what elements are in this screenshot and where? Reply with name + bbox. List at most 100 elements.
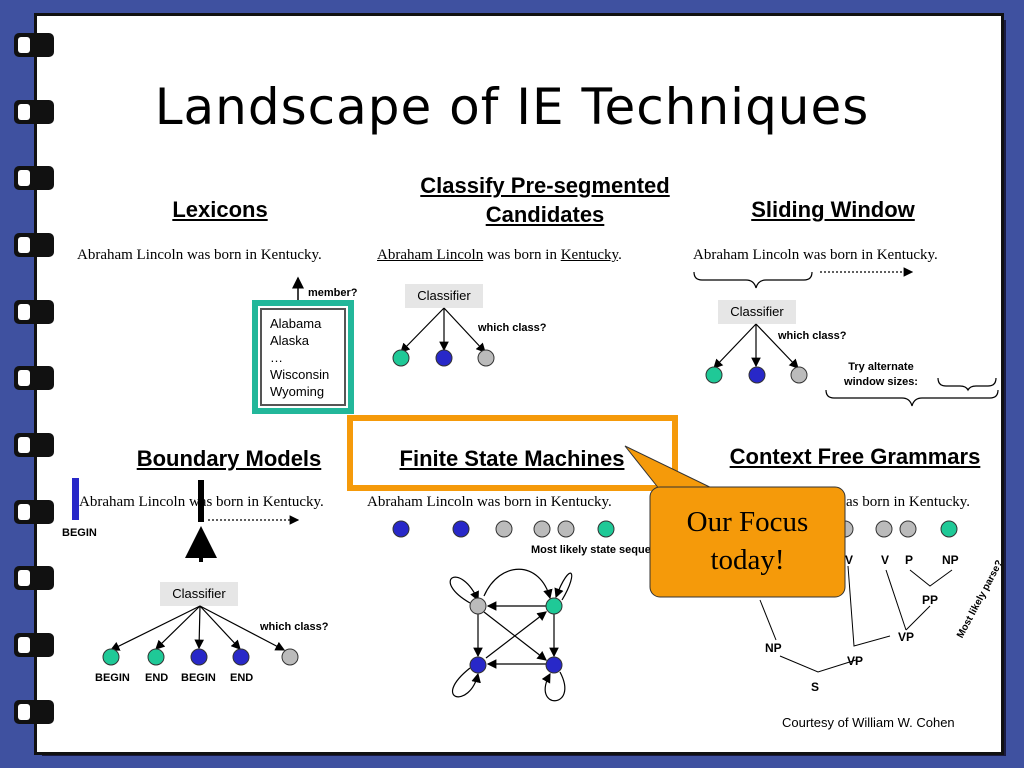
binder-ring — [14, 166, 54, 190]
classifier-box: Classifier — [405, 284, 483, 308]
page-title: Landscape of IE Techniques — [154, 78, 870, 136]
alternate-line: window sizes: — [844, 376, 918, 388]
state-sequence — [392, 520, 615, 538]
sliding-heading: Sliding Window — [751, 197, 915, 222]
classify-heading: Classify Pre-segmented Candidates — [380, 171, 710, 229]
fsm-heading: Finite State Machines — [399, 446, 625, 471]
small-brace — [937, 377, 997, 392]
classifier-box: Classifier — [160, 582, 238, 606]
callout-pointer — [624, 445, 721, 493]
sentence-end: . — [618, 247, 622, 263]
binder-ring — [14, 33, 54, 57]
binder-ring — [14, 366, 54, 390]
sliding-tree — [705, 323, 808, 384]
fsm-state-teal — [545, 597, 563, 615]
pos-tag: P — [905, 553, 914, 567]
state-node-blue — [392, 520, 410, 538]
class-node-teal — [392, 349, 410, 367]
binder-ring — [14, 566, 54, 590]
state-node-gray — [557, 520, 575, 538]
slide — [34, 13, 1004, 755]
alternate-windows-label: Try alternate window sizes: — [826, 360, 936, 390]
candidate-segment: Abraham Lincoln — [377, 247, 484, 263]
fsm-state-blue — [469, 656, 487, 674]
cfg-parse-tree — [759, 565, 953, 673]
callout-join — [660, 490, 720, 496]
sentence-middle: was born in — [483, 247, 561, 263]
state-node-gray — [533, 520, 551, 538]
fsm-graph — [449, 568, 573, 702]
class-node-blue — [190, 648, 208, 666]
lexicons-heading: Lexicons — [172, 197, 268, 222]
binder-ring — [14, 233, 54, 257]
binder-ring — [14, 100, 54, 124]
boundary-tree — [102, 605, 299, 666]
window-brace — [693, 271, 813, 289]
phrase-label: VP — [847, 654, 864, 668]
member-label: member? — [308, 287, 358, 299]
class-node-teal — [705, 366, 723, 384]
cfg-sentence: as born in Kentucky. — [846, 494, 970, 510]
token-node-gray — [875, 520, 893, 538]
class-node-gray — [477, 349, 495, 367]
class-node-teal — [102, 648, 120, 666]
token-node-teal — [940, 520, 958, 538]
fsm-sentence: Abraham Lincoln was born in Kentucky. — [367, 494, 612, 510]
lexicon-box: Alabama Alaska … Wisconsin Wyoming — [252, 300, 354, 414]
callout-line: Our Focus — [686, 506, 809, 538]
binder-ring — [14, 633, 54, 657]
boundary-heading: Boundary Models — [136, 446, 322, 471]
fsm-state-blue — [545, 656, 563, 674]
fsm-state-gray — [469, 597, 487, 615]
candidate-segment: Kentucky — [560, 247, 619, 263]
binder-ring — [14, 300, 54, 324]
lexicon-entry: Wyoming — [270, 384, 325, 399]
which-class-label: which class? — [478, 322, 547, 334]
node-label: BEGIN — [181, 672, 216, 684]
credit-text: Courtesy of William W. Cohen — [782, 715, 955, 730]
begin-marker-label: BEGIN — [62, 527, 97, 539]
classify-sentence: Abraham Lincoln was born in Kentucky. — [377, 247, 622, 264]
node-label: END — [230, 672, 254, 684]
pos-tag: V — [881, 553, 890, 567]
callout-bubble — [649, 486, 846, 598]
callout-text: Our Focus today! — [650, 503, 845, 579]
state-sequence-label: Most likely state sequence? — [531, 544, 677, 556]
binder-ring — [14, 433, 54, 457]
node-label: BEGIN — [95, 672, 130, 684]
callout-line: today! — [710, 544, 785, 576]
node-label: END — [145, 672, 169, 684]
class-node-blue — [232, 648, 250, 666]
binder-ring — [14, 700, 54, 724]
which-class-label: which class? — [260, 621, 329, 633]
classify-heading-line2: Candidates — [485, 202, 605, 227]
focus-highlight — [347, 415, 678, 491]
class-node-blue — [435, 349, 453, 367]
lexicon-entry: Wisconsin — [270, 367, 330, 382]
binder-ring — [14, 500, 54, 524]
class-node-blue — [748, 366, 766, 384]
classifier-box: Classifier — [718, 300, 796, 324]
state-node-gray — [495, 520, 513, 538]
cfg-heading: Context Free Grammars — [729, 444, 981, 469]
lexicons-sentence: Abraham Lincoln was born in Kentucky. — [77, 247, 322, 263]
lexicon-entry: Alabama — [270, 316, 322, 331]
phrase-label: S — [811, 680, 820, 694]
classify-tree — [392, 307, 495, 367]
pos-tag: NP — [942, 553, 959, 567]
class-node-gray — [281, 648, 299, 666]
class-node-gray — [790, 366, 808, 384]
lexicon-list: Alabama Alaska … Wisconsin Wyoming — [260, 308, 346, 406]
alternate-brace — [825, 389, 999, 407]
lexicon-entry: Alaska — [270, 333, 310, 348]
phrase-label: NP — [765, 641, 782, 655]
phrase-label: PP — [922, 593, 939, 607]
cfg-token-nodes — [836, 520, 958, 538]
pos-tag: V — [845, 553, 854, 567]
sliding-sentence: Abraham Lincoln was born in Kentucky. — [693, 247, 938, 263]
alternate-line: Try alternate — [848, 361, 914, 373]
begin-boundary-marker — [72, 478, 79, 520]
state-node-blue — [452, 520, 470, 538]
state-node-teal — [597, 520, 615, 538]
